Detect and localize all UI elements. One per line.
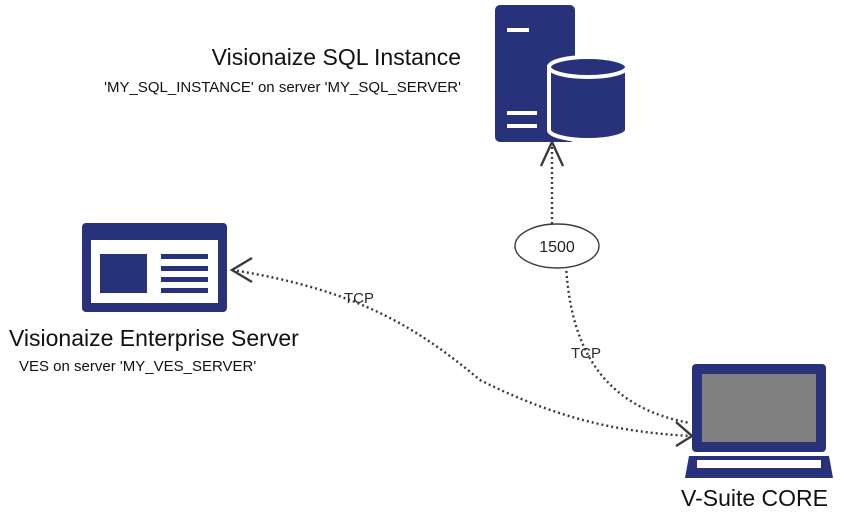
vsuite-core-title: V-Suite CORE: [681, 485, 828, 511]
enterprise-server-title: Visionaize Enterprise Server: [9, 325, 299, 351]
laptop-icon: [685, 364, 833, 478]
tcp-label-ves: TCP: [344, 290, 374, 307]
database-server-icon: [495, 5, 629, 142]
arrowhead-ves: [229, 256, 253, 284]
core-to-sql-connector: [550, 142, 691, 425]
web-page-icon: [82, 223, 227, 312]
core-to-ves-connector: [231, 268, 691, 438]
port-ellipse: [514, 223, 600, 269]
sql-instance-subtitle: 'MY_SQL_INSTANCE' on server 'MY_SQL_SERV…: [104, 79, 461, 96]
sql-instance-title: Visionaize SQL Instance: [211, 44, 461, 70]
port-label: 1500: [539, 239, 575, 256]
arrowhead-core: [675, 421, 695, 448]
tcp-label-sql: TCP: [571, 345, 601, 362]
arrowhead-sql: [539, 139, 565, 167]
enterprise-server-subtitle: VES on server 'MY_VES_SERVER': [19, 358, 257, 375]
